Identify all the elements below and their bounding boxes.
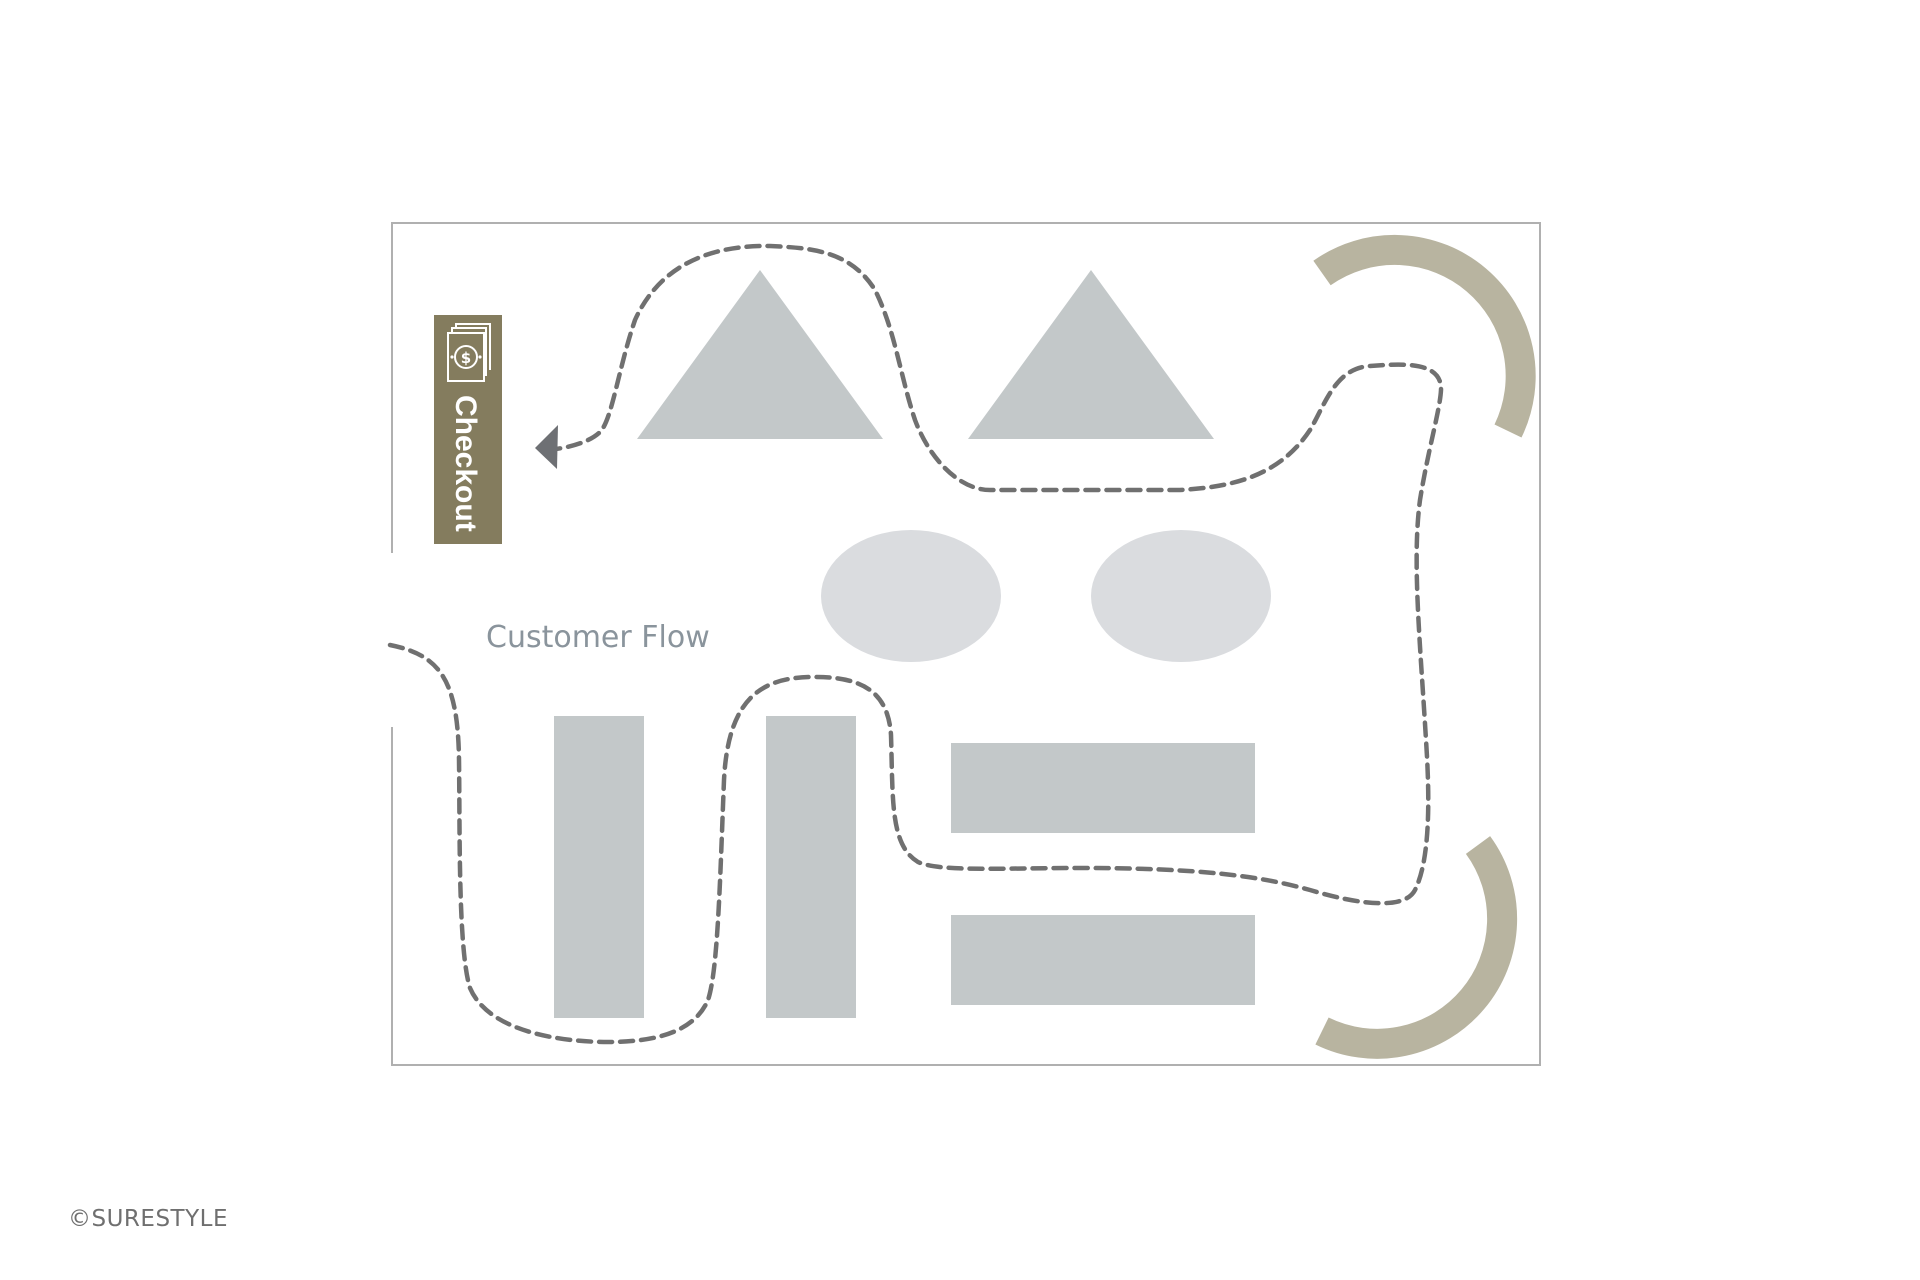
round-table-2 <box>1091 530 1271 662</box>
customer-flow-label: Customer Flow <box>486 620 710 655</box>
vertical-shelf-2 <box>766 716 856 1018</box>
cash-register-icon: $ <box>447 323 491 382</box>
svg-text:$: $ <box>461 349 471 367</box>
arrow-head-icon <box>535 425 558 469</box>
vertical-shelf-1 <box>554 716 644 1018</box>
horizontal-shelf-1 <box>951 743 1255 833</box>
round-table-1 <box>821 530 1001 662</box>
checkout-label: Checkout <box>449 395 482 532</box>
floor-outline <box>391 222 1541 1066</box>
checkout-panel: $ Checkout <box>434 315 502 544</box>
copyright-notice: ©SURESTYLE <box>68 1206 228 1232</box>
curved-counter-bottom <box>1315 836 1518 1059</box>
customer-flow-path <box>387 243 1444 1045</box>
triangle-display-1 <box>637 270 883 439</box>
triangle-display-2 <box>968 270 1214 439</box>
horizontal-shelf-2 <box>951 915 1255 1005</box>
curved-counter-top <box>1313 234 1536 438</box>
